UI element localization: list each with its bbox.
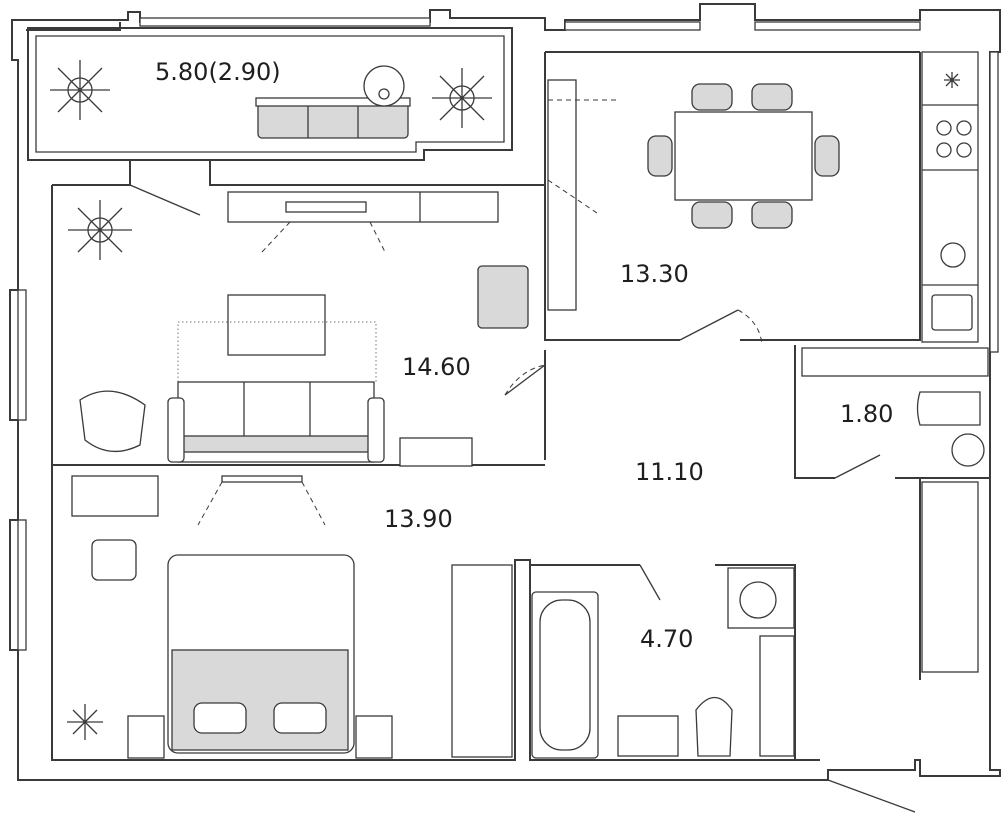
windows xyxy=(17,17,999,651)
bathroom-small xyxy=(801,347,989,673)
room-area-bedroom: 13.90 xyxy=(384,505,453,533)
kitchen xyxy=(547,51,979,343)
internal-walls xyxy=(51,51,990,761)
living-room xyxy=(68,191,529,467)
room-area-living: 14.60 xyxy=(402,353,471,381)
balcony xyxy=(27,27,513,161)
bathroom xyxy=(531,567,795,759)
bedroom xyxy=(67,475,513,759)
plant-icon xyxy=(432,68,492,128)
room-area-bathroom: 4.70 xyxy=(640,625,693,653)
plant-icon xyxy=(67,704,103,740)
fridge-icon xyxy=(944,72,960,88)
room-area-kitchen: 13.30 xyxy=(620,260,689,288)
plant-icon xyxy=(68,200,132,260)
plant-icon xyxy=(50,60,110,120)
doors xyxy=(129,184,916,813)
room-area-bathroom-small: 1.80 xyxy=(840,400,893,428)
room-area-balcony: 5.80(2.90) xyxy=(155,58,281,86)
room-area-hall: 11.10 xyxy=(635,458,704,486)
